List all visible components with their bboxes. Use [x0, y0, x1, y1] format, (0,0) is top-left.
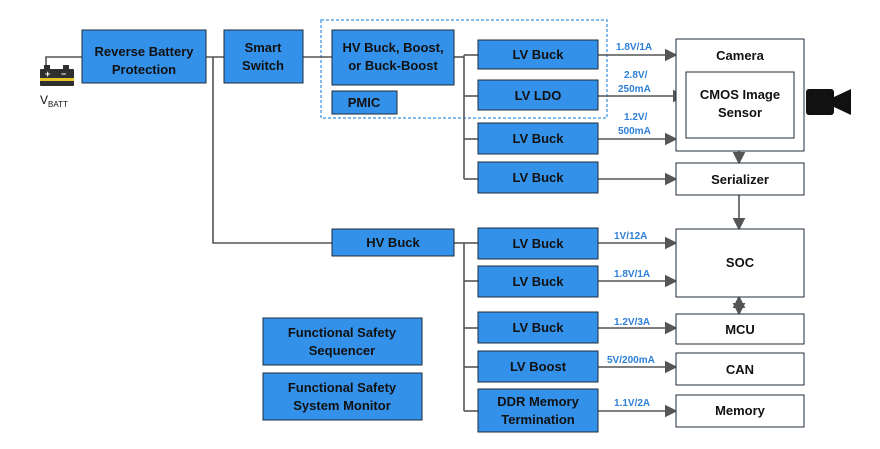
lv-buck-camera-1-block: LV Buck — [477, 39, 599, 70]
svg-text:+: + — [45, 69, 50, 79]
smart-switch-block: Smart Switch — [223, 29, 304, 84]
svg-text:Termination: Termination — [501, 412, 574, 427]
lv-buck-soc-2-block: LV Buck — [477, 265, 599, 298]
rail-label-mem: 1.1V/2A — [614, 398, 650, 409]
hv-buck-boost-block: HV Buck, Boost, or Buck-Boost — [331, 29, 455, 86]
svg-text:MCU: MCU — [725, 322, 755, 337]
rail-label-mcu: 1.2V/3A — [614, 317, 650, 328]
svg-text:Camera: Camera — [716, 48, 764, 63]
lv-buck-serializer-block: LV Buck — [477, 161, 599, 194]
svg-text:DDR Memory: DDR Memory — [497, 394, 579, 409]
arrows — [598, 48, 746, 418]
hv-buck-block: HV Buck — [331, 228, 455, 257]
svg-text:LV Buck: LV Buck — [512, 47, 564, 62]
svg-text:Serializer: Serializer — [711, 172, 769, 187]
svg-text:LV Buck: LV Buck — [512, 320, 564, 335]
svg-text:LV Buck: LV Buck — [512, 170, 564, 185]
svg-text:LV Boost: LV Boost — [510, 359, 567, 374]
cmos-sensor-block: CMOS Image Sensor — [685, 71, 795, 139]
svg-text:Memory: Memory — [715, 403, 766, 418]
battery-icon: + − — [40, 65, 74, 86]
svg-text:System Monitor: System Monitor — [293, 398, 391, 413]
svg-text:LV Buck: LV Buck — [512, 236, 564, 251]
svg-text:HV Buck: HV Buck — [366, 235, 420, 250]
rail-label-can: 5V/200mA — [607, 355, 655, 366]
svg-text:SOC: SOC — [726, 255, 755, 270]
lv-buck-camera-2-block: LV Buck — [477, 122, 599, 155]
can-block: CAN — [675, 352, 805, 386]
soc-block: SOC — [675, 228, 805, 298]
svg-text:Switch: Switch — [242, 58, 284, 73]
rail-label-ldo-2: 250mA — [618, 84, 651, 95]
svg-text:Reverse Battery: Reverse Battery — [94, 44, 194, 59]
rail-label-ldo-1: 2.8V/ — [624, 70, 648, 81]
functional-safety-monitor-block: Functional Safety System Monitor — [262, 372, 423, 421]
svg-text:Functional Safety: Functional Safety — [288, 325, 397, 340]
wiring — [45, 54, 478, 412]
svg-text:Protection: Protection — [112, 62, 176, 77]
video-camera-icon — [806, 89, 851, 115]
memory-block: Memory — [675, 394, 805, 428]
rail-label-soc2: 1.8V/1A — [614, 269, 650, 280]
svg-text:CAN: CAN — [726, 362, 754, 377]
rail-label-cam2-1: 1.2V/ — [624, 112, 648, 123]
svg-text:Sensor: Sensor — [718, 105, 762, 120]
rail-label-cam2-2: 500mA — [618, 126, 651, 137]
svg-text:HV Buck, Boost,: HV Buck, Boost, — [342, 40, 443, 55]
lv-buck-mcu-block: LV Buck — [477, 311, 599, 344]
svg-text:Smart: Smart — [245, 40, 283, 55]
pmic-block: PMIC — [331, 90, 398, 115]
svg-text:PMIC: PMIC — [348, 95, 381, 110]
lv-boost-block: LV Boost — [477, 350, 599, 383]
svg-text:LV LDO: LV LDO — [515, 88, 562, 103]
rail-label-cam1: 1.8V/1A — [616, 42, 652, 53]
serializer-block: Serializer — [675, 162, 805, 196]
mcu-block: MCU — [675, 313, 805, 345]
reverse-battery-protection-block: Reverse Battery Protection — [81, 29, 207, 84]
ddr-memory-termination-block: DDR Memory Termination — [477, 388, 599, 433]
vbatt-label: VBATT — [40, 93, 68, 109]
functional-safety-sequencer-block: Functional Safety Sequencer — [262, 317, 423, 366]
svg-text:LV Buck: LV Buck — [512, 274, 564, 289]
svg-text:LV Buck: LV Buck — [512, 131, 564, 146]
rail-label-soc1: 1V/12A — [614, 231, 647, 242]
lv-ldo-block: LV LDO — [477, 79, 599, 111]
svg-text:CMOS Image: CMOS Image — [700, 87, 780, 102]
svg-text:or Buck-Boost: or Buck-Boost — [348, 58, 438, 73]
svg-text:−: − — [61, 69, 66, 79]
lv-buck-soc-1-block: LV Buck — [477, 227, 599, 260]
svg-text:Sequencer: Sequencer — [309, 343, 375, 358]
svg-text:Functional Safety: Functional Safety — [288, 380, 397, 395]
